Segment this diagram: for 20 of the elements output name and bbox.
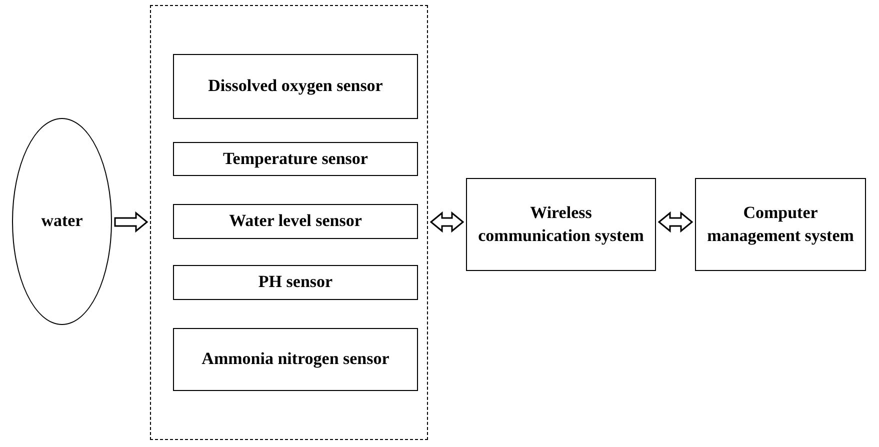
process-box bbox=[466, 178, 656, 271]
sensor-box bbox=[173, 142, 418, 176]
double-line-arrow bbox=[114, 211, 148, 233]
node-label: Wireless communication system bbox=[477, 202, 645, 247]
dashed-group-box bbox=[150, 5, 428, 440]
node-label: PH sensor bbox=[257, 271, 334, 294]
double-line-arrow bbox=[658, 211, 694, 233]
water-ellipse bbox=[12, 118, 112, 325]
node-label: Ammonia nitrogen sensor bbox=[200, 348, 390, 370]
node-label: Water level sensor bbox=[228, 210, 363, 232]
sensor-box bbox=[173, 204, 418, 239]
node-label: Temperature sensor bbox=[222, 148, 369, 170]
process-box bbox=[695, 178, 866, 271]
double-line-arrow bbox=[430, 211, 464, 233]
node-label: Dissolved oxygen sensor bbox=[207, 75, 384, 98]
sensor-box bbox=[173, 54, 418, 119]
node-label: water bbox=[40, 210, 84, 232]
node-label: Computer management system bbox=[706, 202, 855, 247]
sensor-box bbox=[173, 328, 418, 391]
sensor-box bbox=[173, 265, 418, 300]
